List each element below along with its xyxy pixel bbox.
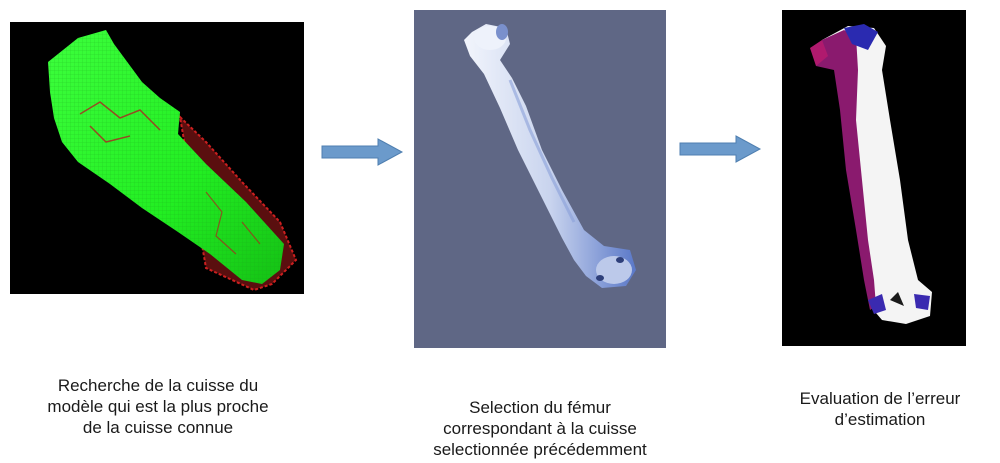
arrow-right-icon — [678, 134, 762, 164]
error-evaluation-image — [782, 10, 966, 346]
thigh-mesh-render — [10, 22, 304, 294]
arrow-right-icon — [320, 137, 404, 167]
femur-shape — [464, 24, 636, 288]
thigh-match-image — [10, 22, 304, 294]
step2-caption: Selection du fémur correspondant à la cu… — [380, 397, 700, 460]
step3-caption: Evaluation de l’erreur d’estimation — [762, 388, 998, 430]
femur-selection-image — [414, 10, 666, 348]
femur-render — [414, 10, 666, 348]
step1-caption: Recherche de la cuisse du modèle qui est… — [2, 375, 314, 438]
femur-error-render — [782, 10, 966, 346]
